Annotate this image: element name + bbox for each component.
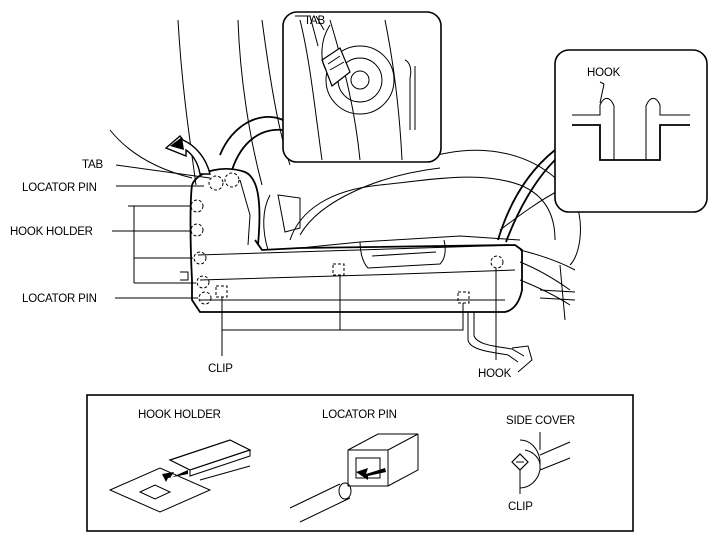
panel-fasteners [190, 172, 504, 305]
tab-circle [208, 175, 224, 191]
wire-harness [467, 289, 576, 373]
inset-label-side-cover: SIDE COVER [506, 415, 575, 427]
seat-cushion [263, 176, 576, 321]
side-cover-clip-illustration [511, 432, 571, 494]
label-hook-bottom: HOOK [478, 368, 512, 380]
inset-label-locator-pin: LOCATOR PIN [322, 409, 397, 421]
hook-holder-circle-2 [190, 223, 204, 237]
clip-square-3 [457, 291, 470, 304]
inset-label-hook-holder: HOOK HOLDER [138, 409, 221, 421]
hook-holder-circle-4 [196, 275, 210, 289]
hook-holder-circle-1 [190, 199, 204, 213]
leader-lines [112, 15, 605, 360]
label-locator-pin-top: LOCATOR PIN [22, 182, 97, 194]
locator-pin-circle-bottom [198, 291, 212, 305]
side-cover-panel [180, 168, 523, 313]
clip-square-2 [332, 263, 345, 276]
label-tab-top: TAB [304, 15, 325, 27]
locator-pin-circle-top [224, 172, 240, 188]
label-clip: CLIP [208, 363, 233, 375]
fastener-inset: HOOK HOLDER LOCATOR PIN SIDE COVER CLIP [86, 394, 634, 532]
tab-detail-callout [219, 11, 442, 171]
hook-detail-callout [497, 49, 708, 243]
hook-holder-illustration [108, 439, 252, 513]
label-locator-pin-bottom: LOCATOR PIN [22, 293, 97, 305]
inset-label-clip: CLIP [508, 501, 533, 513]
clip-square-1 [215, 285, 228, 298]
locator-pin-illustration [289, 433, 419, 523]
label-tab: TAB [82, 159, 103, 171]
label-hook-detail: HOOK [587, 67, 621, 79]
hook-holder-circle-3 [193, 251, 207, 265]
label-hook-holder: HOOK HOLDER [10, 226, 93, 238]
hook-circle [490, 255, 504, 269]
removal-arrow [164, 134, 211, 175]
